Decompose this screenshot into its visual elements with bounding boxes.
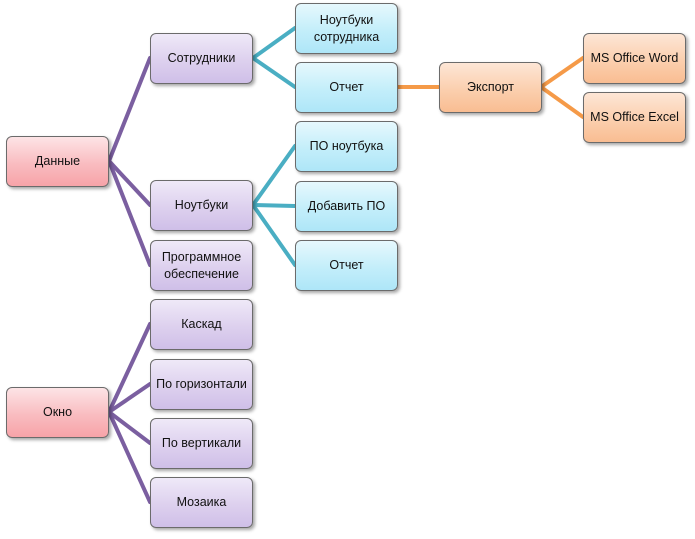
link-eksport-excel	[539, 85, 585, 119]
node-sotrudniki[interactable]: Сотрудники	[150, 33, 253, 84]
link-dannye-noutbuki	[107, 159, 152, 207]
node-dannye[interactable]: Данные	[6, 136, 109, 187]
node-label: Экспорт	[467, 80, 514, 95]
node-label: MS Office Word	[590, 51, 679, 66]
node-po-vertikali[interactable]: По вертикали	[150, 418, 253, 469]
node-ms-office-word[interactable]: MS Office Word	[583, 33, 686, 84]
node-programmnoe-obespechenie[interactable]: Программное обеспечение	[150, 240, 253, 291]
node-label: По горизонтали	[156, 377, 247, 392]
node-kaskad[interactable]: Каскад	[150, 299, 253, 350]
node-otchet-noutbuki[interactable]: Отчет	[295, 240, 398, 291]
link-sotrudniki-noutbuki-sotr	[251, 26, 297, 60]
link-noutbuki-dobavit	[251, 203, 297, 208]
node-label: MS Office Excel	[590, 110, 679, 125]
link-okno-gorizont	[107, 382, 152, 414]
link-okno-kaskad	[107, 322, 152, 414]
node-eksport[interactable]: Экспорт	[439, 62, 542, 113]
node-label: Отчет	[329, 258, 364, 273]
node-po-noutbuka[interactable]: ПО ноутбука	[295, 121, 398, 172]
node-label: Сотрудники	[167, 51, 236, 66]
link-sotrudniki-otchet	[251, 56, 297, 89]
node-label: Данные	[34, 154, 81, 169]
node-label: Каскад	[181, 317, 222, 332]
link-dannye-po	[107, 159, 152, 267]
link-noutbuki-otchet	[251, 203, 297, 267]
node-label: ПО ноутбука	[309, 139, 384, 154]
node-dobavit-po[interactable]: Добавить ПО	[295, 181, 398, 232]
link-eksport-word	[539, 56, 585, 89]
node-okno[interactable]: Окно	[6, 387, 109, 438]
link-noutbuki-po	[251, 144, 297, 207]
node-label: Мозаика	[176, 495, 227, 510]
node-label: По вертикали	[161, 436, 242, 451]
node-label: Программное обеспечение	[161, 249, 242, 281]
node-noutbuki[interactable]: Ноутбуки	[150, 180, 253, 231]
node-label: Окно	[42, 405, 73, 420]
link-okno-vertikal	[107, 410, 152, 445]
node-otchet-sotrudniki[interactable]: Отчет	[295, 62, 398, 113]
node-po-gorizontali[interactable]: По горизонтали	[150, 359, 253, 410]
node-noutbuki-sotrudnika[interactable]: Ноутбуки сотрудника	[295, 3, 398, 54]
node-label: Добавить ПО	[307, 199, 386, 214]
node-ms-office-excel[interactable]: MS Office Excel	[583, 92, 686, 143]
link-dannye-sotrudniki	[107, 56, 152, 163]
node-mozaika[interactable]: Мозаика	[150, 477, 253, 528]
node-label: Отчет	[329, 80, 364, 95]
link-okno-mozaika	[107, 410, 152, 504]
node-label: Ноутбуки	[174, 198, 229, 213]
node-label: Ноутбуки сотрудника	[313, 12, 380, 44]
